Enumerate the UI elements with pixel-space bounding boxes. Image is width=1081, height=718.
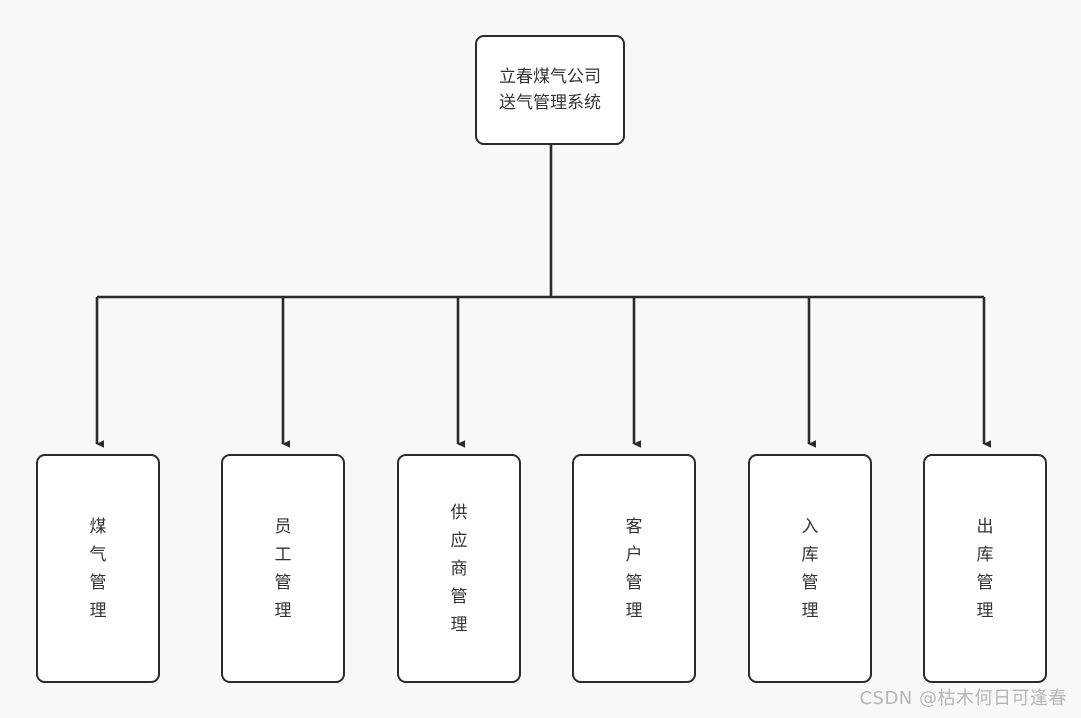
node-customer-management-label: 客户管理 [625,516,643,621]
node-inbound-management[interactable]: 入库管理 [748,454,872,683]
node-gas-management[interactable]: 煤气管理 [36,454,160,683]
node-outbound-management-label: 出库管理 [976,516,994,621]
node-root-system[interactable]: 立春煤气公司 送气管理系统 [475,35,625,145]
node-employee-management-label: 员工管理 [274,516,292,621]
node-outbound-management[interactable]: 出库管理 [923,454,1047,683]
node-supplier-management-label: 供应商管理 [450,502,468,635]
node-gas-management-label: 煤气管理 [89,516,107,621]
node-supplier-management[interactable]: 供应商管理 [397,454,521,683]
node-root-label: 立春煤气公司 送气管理系统 [499,67,601,113]
node-inbound-management-label: 入库管理 [801,516,819,621]
csdn-watermark: CSDN @枯木何日可逢春 [859,688,1067,709]
node-employee-management[interactable]: 员工管理 [221,454,345,683]
node-customer-management[interactable]: 客户管理 [572,454,696,683]
